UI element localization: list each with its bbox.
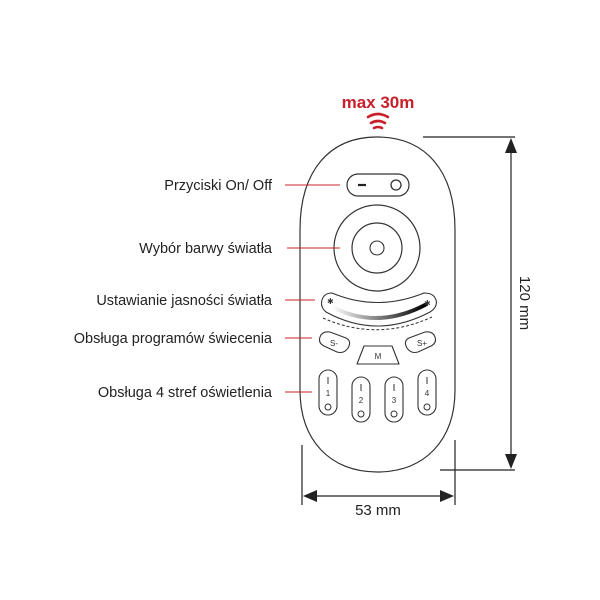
bright-icon: ✱ [424, 299, 431, 308]
svg-text:3: 3 [392, 396, 397, 405]
zone-button-3[interactable]: 3 [384, 376, 404, 423]
svg-text:1: 1 [326, 389, 331, 398]
on-off-button[interactable] [346, 173, 410, 197]
svg-text:M: M [375, 352, 382, 361]
color-center-button [369, 240, 385, 256]
svg-text:S-: S- [330, 339, 338, 348]
brightness-slider[interactable]: ✱ ✱ [320, 292, 437, 331]
width-dimension [301, 440, 456, 505]
width-label: 53 mm [355, 502, 401, 519]
on-icon [390, 179, 402, 191]
label-zones: Obsługa 4 stref oświetlenia [98, 385, 273, 401]
label-brightness: Ustawianie jasności światła [96, 293, 273, 309]
svg-text:2: 2 [359, 396, 364, 405]
svg-text:S+: S+ [417, 339, 427, 348]
zone-button-2[interactable]: 2 [351, 376, 371, 423]
svg-text:4: 4 [425, 389, 430, 398]
label-on-off: Przyciski On/ Off [164, 178, 273, 194]
label-color: Wybór barwy światła [139, 241, 273, 257]
zone-button-1[interactable]: 1 [318, 369, 338, 416]
label-programs: Obsługa programów świecenia [74, 331, 273, 347]
mode-button[interactable]: M [356, 345, 400, 365]
signal-icon [366, 112, 390, 130]
color-wheel[interactable] [333, 204, 421, 292]
range-label: max 30m [342, 93, 415, 112]
height-label: 120 mm [516, 276, 533, 330]
speed-minus-button[interactable]: S- [318, 331, 351, 354]
zone-button-4[interactable]: 4 [417, 369, 437, 416]
height-dimension [423, 136, 517, 471]
speed-plus-button[interactable]: S+ [404, 331, 437, 354]
dim-icon: ✱ [327, 297, 334, 306]
